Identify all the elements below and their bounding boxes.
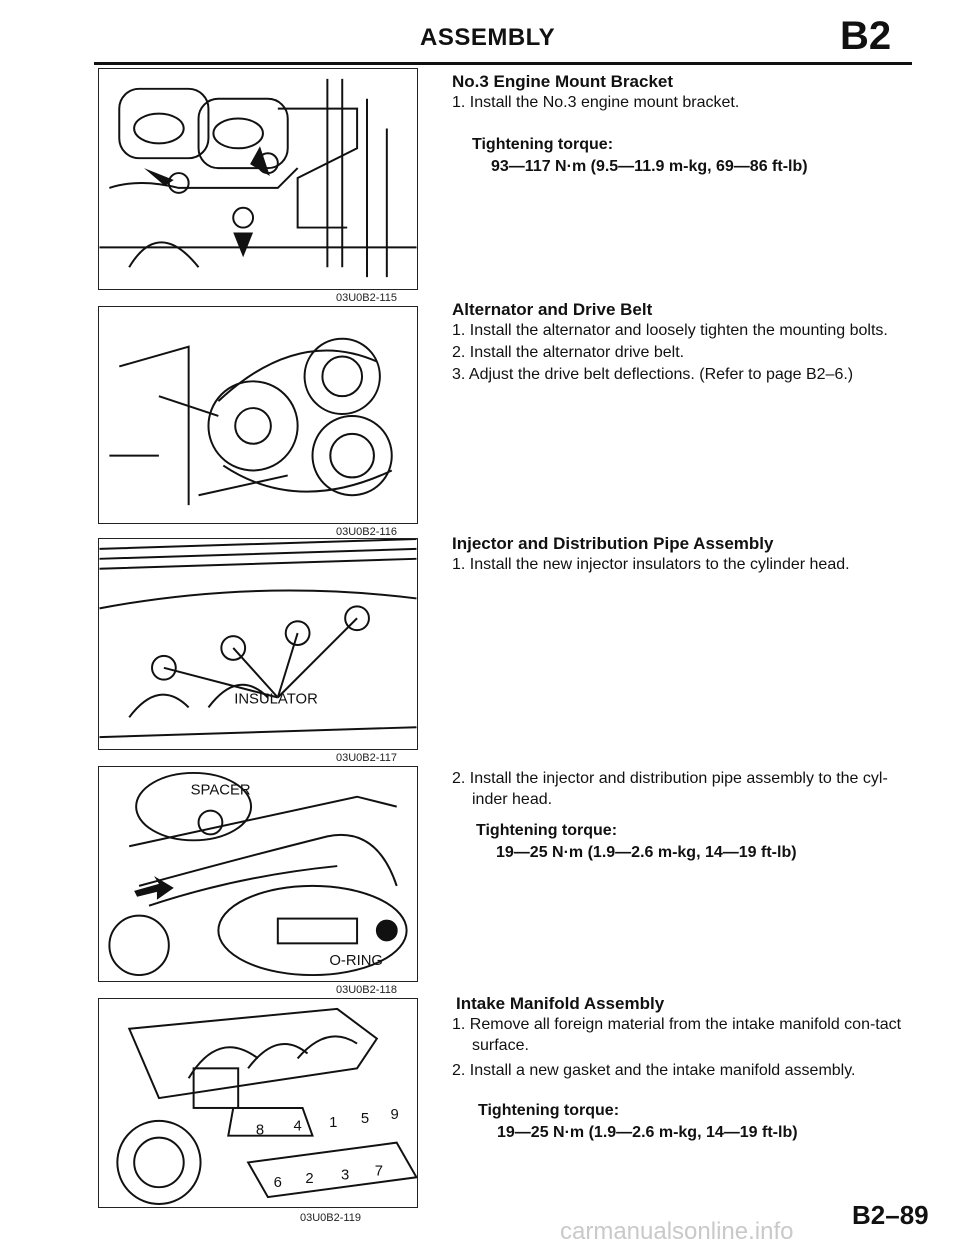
alternator-step-3: 3. Adjust the drive belt deflections. (R… (452, 366, 854, 383)
figure-alternator-belt (98, 306, 418, 524)
distribution-pipe-illustration: SPACER O-RING (108, 771, 408, 977)
figure-code: 03U0B2-118 (336, 984, 397, 996)
insulator-callout: INSULATOR (234, 691, 318, 707)
spacer-callout: SPACER (191, 783, 251, 799)
figure-code: 03U0B2-116 (336, 526, 397, 538)
header-divider (94, 62, 912, 65)
arrow-icon (134, 875, 174, 900)
bolt-number: 7 (375, 1163, 383, 1179)
torque-value: 19—25 N·m (1.9—2.6 m-kg, 14—19 ft-lb) (496, 844, 797, 861)
engine-mount-illustration (99, 78, 417, 278)
section-code: B2 (840, 14, 892, 58)
torque-value: 19—25 N·m (1.9—2.6 m-kg, 14—19 ft-lb) (497, 1124, 798, 1141)
alternator-step-1: 1. Install the alternator and loosely ti… (452, 322, 888, 339)
alternator-illustration (109, 337, 393, 506)
page-number: B2–89 (852, 1200, 929, 1230)
bolt-number: 3 (341, 1167, 349, 1183)
section-title-injector: Injector and Distribution Pipe Assembly (452, 534, 774, 553)
alternator-step-2: 2. Install the alternator drive belt. (452, 344, 685, 361)
oring-callout: O-RING (329, 953, 383, 969)
intake-step-2: 2. Install a new gasket and the intake m… (452, 1062, 856, 1079)
figure-code: 03U0B2-119 (300, 1212, 361, 1224)
intake-manifold-illustration: 8 4 1 5 9 6 2 3 7 (116, 1007, 417, 1206)
figure-distribution-pipe: SPACER O-RING (98, 766, 418, 982)
insulator-illustration: INSULATOR (99, 539, 417, 739)
section-title-alternator: Alternator and Drive Belt (452, 300, 653, 319)
bolt-number: 9 (391, 1107, 399, 1123)
mount-step-1: 1. Install the No.3 engine mount bracket… (452, 94, 740, 111)
watermark: carmanualsonline.info (560, 1218, 794, 1245)
bolt-number: 6 (274, 1175, 282, 1191)
page-title: ASSEMBLY (420, 24, 556, 51)
section-title-intake: Intake Manifold Assembly (456, 994, 665, 1013)
injector-step-1: 1. Install the new injector insulators t… (452, 556, 850, 573)
torque-label: Tightening torque: (476, 822, 618, 839)
injector-step-2: 2. Install the injector and distribution… (452, 770, 888, 808)
bolt-sequence: 8 4 1 5 9 6 2 3 7 (256, 1107, 399, 1191)
bolt-number: 5 (361, 1111, 369, 1127)
torque-label: Tightening torque: (472, 136, 614, 153)
bolt-number: 4 (293, 1119, 301, 1135)
intake-step-1: 1. Remove all foreign material from the … (452, 1016, 902, 1054)
figure-engine-mount-bracket (98, 68, 418, 290)
torque-value: 93—117 N·m (9.5—11.9 m-kg, 69—86 ft-lb) (491, 158, 808, 175)
torque-label: Tightening torque: (478, 1102, 620, 1119)
figure-intake-manifold: 8 4 1 5 9 6 2 3 7 (98, 998, 418, 1208)
figure-code: 03U0B2-115 (336, 292, 397, 304)
figure-code: 03U0B2-117 (336, 752, 397, 764)
bolt-number: 2 (305, 1171, 313, 1187)
bolt-number: 1 (329, 1115, 337, 1131)
bolt-number: 8 (256, 1123, 264, 1139)
figure-injector-insulator: INSULATOR (98, 538, 418, 750)
section-title-mount: No.3 Engine Mount Bracket (452, 72, 674, 91)
